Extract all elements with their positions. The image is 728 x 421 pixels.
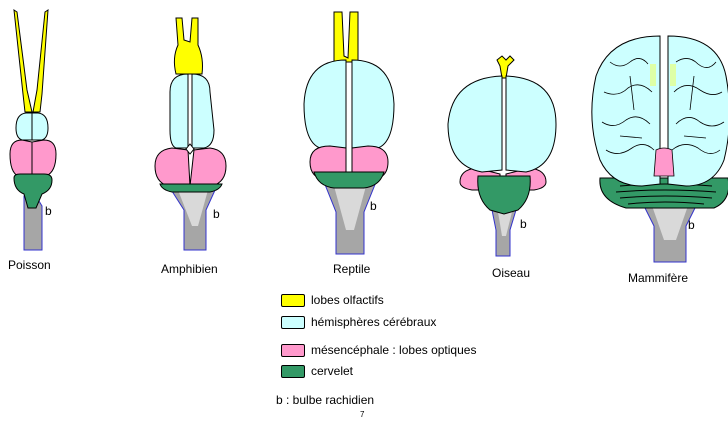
mammal-olfactory-lobes <box>650 64 676 86</box>
medulla-marker-amphibian: b <box>213 207 220 221</box>
amphibian-cerebral-hemispheres <box>170 74 214 148</box>
fish-cerebellum <box>14 174 52 208</box>
amphibian-cerebellum <box>160 184 222 192</box>
fish-olfactory-lobes <box>14 10 48 112</box>
animal-label-bird: Oiseau <box>492 266 530 280</box>
fish-optic-lobes <box>10 140 56 176</box>
medulla-marker-fish: b <box>45 204 52 218</box>
mammal-optic-lobes <box>654 148 674 176</box>
medulla-marker-reptile: b <box>370 199 377 213</box>
amphibian-olfactory-lobes <box>174 18 202 74</box>
legend-label-olfactory: lobes olfactifs <box>311 293 384 307</box>
mammal-brain <box>592 36 728 262</box>
legend-label-cerebellum: cervelet <box>311 364 353 378</box>
medulla-marker-mammal: b <box>688 218 695 232</box>
legend-label-optic: mésencéphale : lobes optiques <box>311 343 476 357</box>
animal-label-amphibian: Amphibien <box>161 262 218 276</box>
legend-swatch-optic <box>281 344 305 357</box>
legend-item-cerebral: hémisphères cérébraux <box>281 314 436 330</box>
bird-cerebral-hemispheres <box>448 76 556 172</box>
medulla-marker-bird: b <box>520 217 527 231</box>
fish-cerebral-hemispheres <box>16 113 48 140</box>
bird-cerebellum <box>478 176 531 214</box>
legend-swatch-cerebellum <box>281 365 305 378</box>
legend-item-optic: mésencéphale : lobes optiques <box>281 342 476 358</box>
reptile-cerebral-hemispheres <box>304 60 394 150</box>
reptile-brain <box>304 12 394 254</box>
legend-item-cerebellum: cervelet <box>281 363 353 379</box>
legend-swatch-olfactory <box>281 294 305 307</box>
reptile-olfactory-lobes <box>334 12 358 62</box>
legend-label-cerebral: hémisphères cérébraux <box>311 315 436 329</box>
footnote: b : bulbe rachidien <box>276 393 374 407</box>
page-number: 7 <box>360 410 364 419</box>
bird-brain <box>448 56 556 256</box>
animal-label-mammal: Mammifère <box>628 271 688 285</box>
animal-label-reptile: Reptile <box>333 262 370 276</box>
animal-label-fish: Poisson <box>8 258 51 272</box>
legend-item-olfactory: lobes olfactifs <box>281 292 384 308</box>
bird-olfactory-lobes <box>497 56 514 78</box>
legend-swatch-cerebral <box>281 316 305 329</box>
mammal-cerebellum <box>600 178 728 208</box>
reptile-cerebellum <box>314 172 384 188</box>
